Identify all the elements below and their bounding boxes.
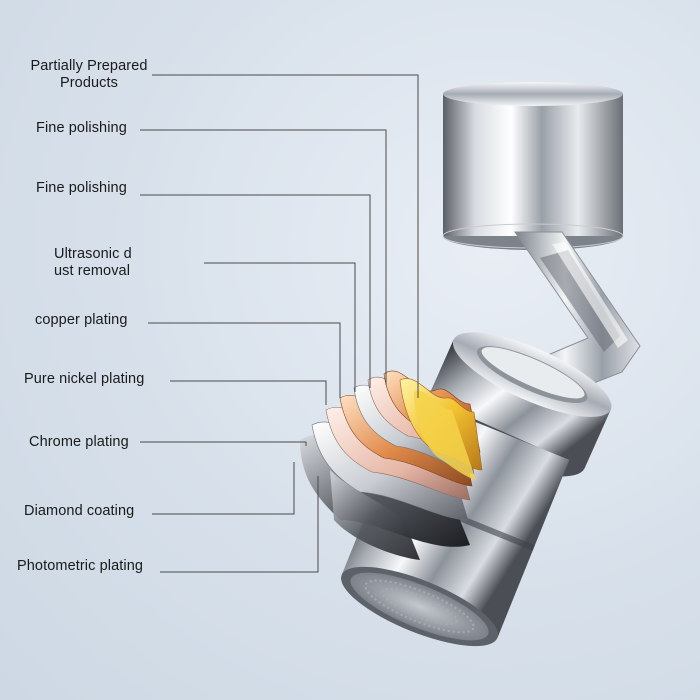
leader-line-fine-polishing-2	[140, 194, 371, 388]
leader-line-ultrasonic	[204, 262, 356, 392]
leader-line-nickel	[170, 380, 327, 405]
label-pure-nickel-plating: Pure nickel plating	[24, 371, 145, 387]
label-photometric-plating: Photometric plating	[17, 558, 144, 574]
label-partially-prepared: Partially Prepared Products	[26, 58, 152, 92]
leader-line-copper	[148, 322, 341, 398]
leader-line-fine-polishing-1	[140, 129, 387, 385]
label-line: Ultrasonic d	[54, 246, 132, 262]
coating-layers	[300, 370, 483, 560]
leader-line-chrome	[140, 441, 307, 446]
label-diamond-coating: Diamond coating	[24, 503, 135, 519]
leader-line-diamond	[152, 462, 295, 515]
label-fine-polishing-1: Fine polishing	[36, 120, 127, 136]
leader-line-partially-prepared	[152, 74, 419, 398]
label-fine-polishing-2: Fine polishing	[36, 180, 127, 196]
leader-line-photometric	[160, 476, 319, 573]
label-chrome-plating: Chrome plating	[29, 434, 129, 450]
label-ultrasonic-dust-removal: Ultrasonic d ust removal	[54, 246, 132, 280]
label-line: Products	[59, 75, 119, 91]
label-copper-plating: copper plating	[35, 312, 128, 328]
label-line: Partially Prepared	[30, 58, 148, 74]
label-line: ust removal	[54, 263, 131, 279]
